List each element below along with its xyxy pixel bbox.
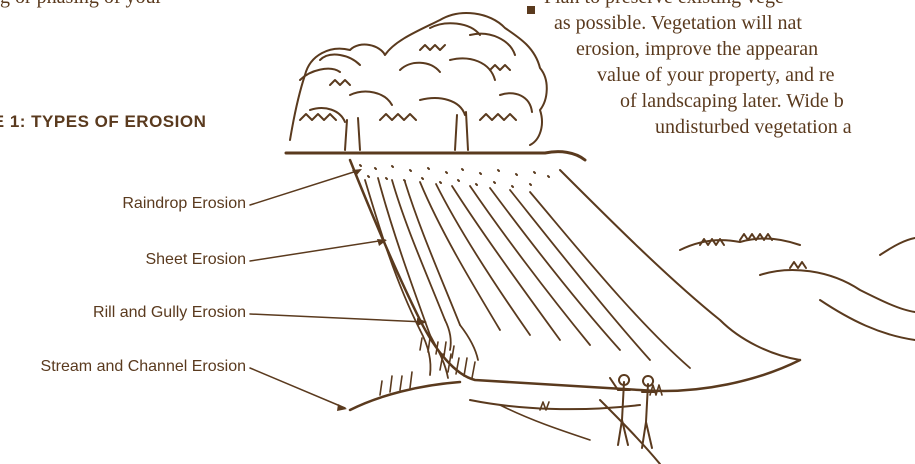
tree-canopy — [290, 13, 547, 150]
foreground-bank — [350, 338, 662, 464]
ridge-line — [286, 152, 585, 160]
rill-lines — [365, 178, 690, 378]
slope-right-edge — [560, 170, 800, 360]
leader-lines — [250, 170, 425, 408]
slope-outline — [350, 160, 800, 391]
distant-hills — [680, 234, 915, 340]
people-figures — [610, 375, 655, 448]
raindrop-dots — [360, 165, 549, 187]
